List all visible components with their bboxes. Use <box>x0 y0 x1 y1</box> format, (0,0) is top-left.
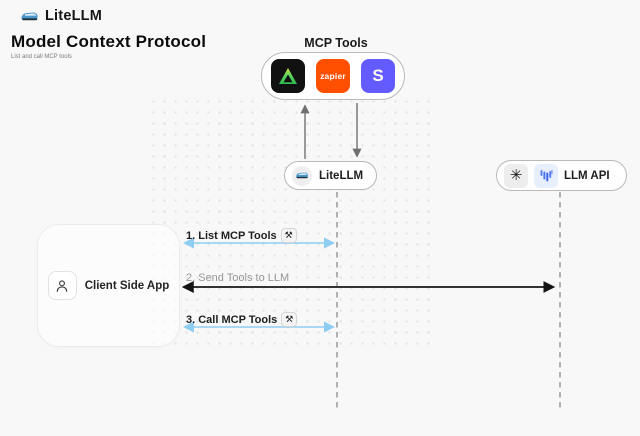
mcp-tools-label: MCP Tools <box>304 36 368 50</box>
step3-label: 3. Call MCP Tools ⚒ <box>186 312 298 327</box>
brand: LiteLLM <box>20 8 102 24</box>
step3-text: 3. Call MCP Tools <box>186 313 278 326</box>
page-subtitle: List and call MCP tools <box>11 54 72 60</box>
openai-icon: ✳ <box>504 163 528 188</box>
stripe-tool-icon[interactable]: S <box>361 59 395 93</box>
step2-label: 2. Send Tools to LLM <box>186 272 289 284</box>
brand-name: LiteLLM <box>45 8 102 24</box>
litellm-node[interactable]: LiteLLM <box>284 161 377 190</box>
dot-grid-background <box>148 96 434 348</box>
litellm-logo-icon <box>21 12 38 20</box>
tools-icon: ⚒ <box>281 312 298 327</box>
step2-text: 2. Send Tools to LLM <box>186 272 290 284</box>
zapier-tool-icon[interactable]: zapier <box>316 59 350 93</box>
mcp-tools-container[interactable]: zapier S <box>261 52 405 100</box>
user-icon <box>47 271 77 300</box>
blue-provider-icon <box>534 163 558 188</box>
step1-label: 1. List MCP Tools ⚒ <box>186 228 297 243</box>
green-triangle-glyph <box>279 68 297 84</box>
zapier-wordmark: zapier <box>320 71 346 81</box>
client-side-app-label: Client Side App <box>84 279 170 292</box>
green-triangle-tool-icon[interactable] <box>271 59 305 93</box>
llm-api-node-label: LLM API <box>564 169 610 182</box>
step1-text: 1. List MCP Tools <box>186 229 277 242</box>
openai-glyph: ✳ <box>509 167 523 184</box>
client-side-app-node[interactable]: Client Side App <box>37 224 180 347</box>
litellm-node-label: LiteLLM <box>319 169 364 182</box>
stripe-letter: S <box>372 66 384 85</box>
litellm-node-logo-icon <box>292 165 312 186</box>
llm-api-node[interactable]: ✳ LLM API <box>496 160 627 191</box>
page-title: Model Context Protocol <box>11 32 207 51</box>
tools-icon: ⚒ <box>280 228 297 243</box>
